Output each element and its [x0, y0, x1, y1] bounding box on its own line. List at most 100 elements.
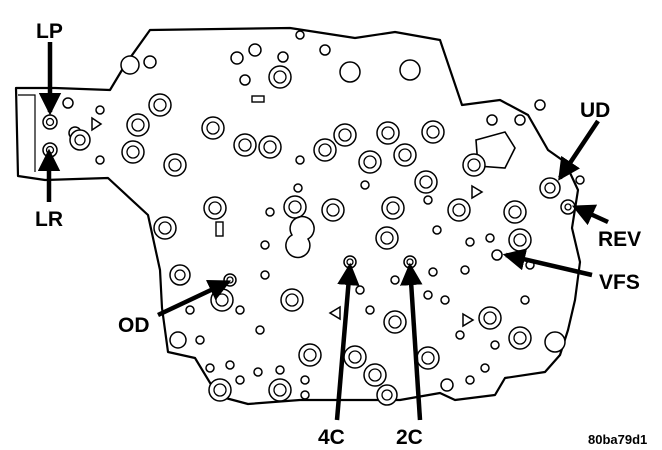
port-hole — [465, 237, 475, 247]
slot-upper — [251, 95, 265, 103]
port-hole-inner — [131, 118, 145, 132]
port-hole-inner — [467, 158, 481, 172]
port-hole-inner — [318, 143, 332, 157]
port-hole-inner — [213, 383, 227, 397]
port-hole-inner — [285, 293, 299, 307]
port-hole — [120, 55, 140, 75]
port-hole — [205, 363, 215, 373]
ud-label: UD — [580, 99, 610, 122]
triangle-mark — [462, 312, 475, 328]
port-hole-inner — [126, 145, 140, 159]
port-hole-inner — [206, 121, 220, 135]
port-hole — [423, 290, 433, 300]
port-hole-inner — [513, 233, 527, 247]
port-hole — [275, 365, 285, 375]
port-hole-inner — [381, 389, 393, 401]
od-label: OD — [118, 314, 150, 337]
port-hole — [225, 360, 235, 370]
port-hole — [277, 51, 289, 63]
port-hole — [265, 207, 275, 217]
ud-arrow — [558, 119, 600, 181]
port-hole — [432, 225, 442, 235]
port-hole — [440, 295, 450, 305]
port-hole-inner — [238, 138, 252, 152]
port-hole-inner — [74, 134, 86, 146]
port-hole-inner — [381, 126, 395, 140]
port-hole — [544, 331, 566, 353]
port-hole-inner — [363, 155, 377, 169]
port-hole-inner — [208, 201, 222, 215]
triangle-mark — [471, 184, 484, 200]
2c-arrow — [400, 262, 423, 421]
port-hole — [534, 99, 546, 111]
flange-step-line — [18, 94, 36, 172]
port-hole — [293, 183, 303, 193]
port-hole-inner — [168, 158, 182, 172]
port-hole-inner — [273, 383, 287, 397]
port-hole — [390, 275, 400, 285]
port-hole-inner — [564, 203, 572, 211]
port-hole — [260, 270, 270, 280]
port-hole — [169, 331, 187, 349]
4c-arrow — [334, 262, 360, 421]
triangle-mark — [328, 305, 341, 321]
port-hole-inner — [153, 98, 167, 112]
figure-id: 80ba79d1 — [588, 432, 647, 447]
port-hole-inner — [174, 269, 186, 281]
port-hole-inner — [326, 203, 340, 217]
port-hole — [300, 375, 310, 385]
port-hole-inner — [513, 331, 527, 345]
port-hole-inner — [483, 311, 497, 325]
port-hole-inner — [452, 203, 466, 217]
port-hole-inner — [508, 205, 522, 219]
port-hole — [95, 155, 105, 165]
port-hole — [62, 97, 74, 109]
port-hole-inner — [346, 258, 354, 266]
port-hole-inner — [406, 258, 414, 266]
port-hole-inner — [158, 221, 172, 235]
port-hole — [491, 249, 503, 261]
port-hole — [253, 367, 263, 377]
port-hole-inner — [263, 140, 277, 154]
port-hole — [319, 44, 331, 56]
port-hole — [486, 114, 498, 126]
port-hole-inner — [398, 148, 412, 162]
port-hole — [235, 375, 245, 385]
port-hole-inner — [288, 200, 302, 214]
port-hole — [143, 55, 157, 69]
slot-left — [215, 221, 224, 237]
port-hole — [295, 155, 305, 165]
port-hole — [339, 61, 361, 83]
port-hole — [514, 114, 526, 126]
port-hole — [295, 30, 305, 40]
port-hole-inner — [303, 348, 317, 362]
port-hole-inner — [388, 315, 402, 329]
port-hole — [300, 390, 310, 400]
port-hole — [255, 325, 265, 335]
port-hole — [465, 375, 475, 385]
rev-arrow — [571, 204, 609, 226]
port-hole — [355, 285, 365, 295]
port-hole — [520, 295, 530, 305]
port-hole — [428, 267, 438, 277]
port-hole — [440, 378, 454, 392]
port-hole — [195, 335, 205, 345]
figure-eight-port — [285, 215, 315, 259]
port-hole — [239, 74, 251, 86]
port-hole — [235, 305, 245, 315]
port-hole-inner — [544, 182, 556, 194]
od-arrow — [157, 279, 232, 318]
2c-label: 2C — [396, 426, 423, 449]
port-hole — [185, 305, 195, 315]
port-hole — [399, 59, 421, 81]
triangle-mark — [91, 116, 103, 132]
port-hole-inner — [215, 293, 229, 307]
port-hole-inner — [273, 70, 287, 84]
port-holes — [42, 30, 585, 406]
port-hole — [423, 195, 433, 205]
port-hole — [95, 105, 105, 115]
port-hole — [260, 240, 270, 250]
port-hole — [230, 51, 244, 65]
lp-label: LP — [36, 20, 63, 43]
port-hole-inner — [419, 175, 433, 189]
